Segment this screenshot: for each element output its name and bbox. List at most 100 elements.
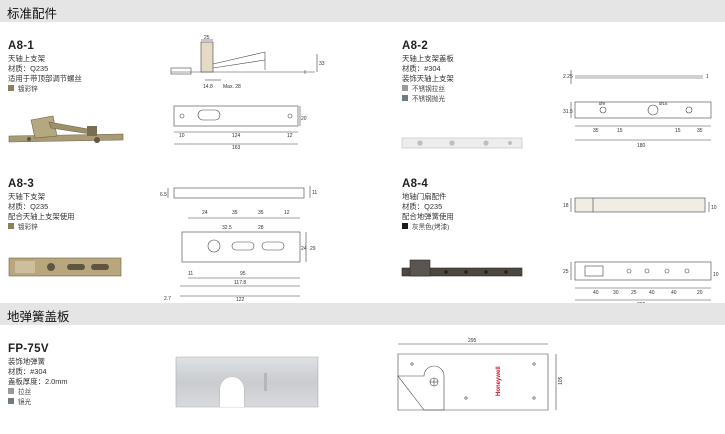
product-a8-2-drawing-side: 2.25 1 (563, 70, 709, 84)
section-title: 标准配件 (7, 7, 58, 21)
finish-item: 镀彩锌 (8, 222, 75, 233)
finish-swatch (8, 387, 14, 394)
dim-label: Ø9 (599, 101, 606, 106)
dim-label: 35 (697, 128, 703, 134)
finish-label: 镀彩锌 (18, 85, 38, 93)
product-a8-1-drawing-side: 25 33 14.8 Max. 28 (170, 35, 325, 90)
finish-label: 镀彩锌 (18, 223, 38, 231)
dim-label: 35 (258, 210, 264, 216)
brand-logo: Honeywell (496, 366, 502, 396)
finish-label: 灰黑色(烤漆) (412, 223, 450, 231)
dim-label: Max. 28 (223, 84, 241, 90)
dim-label: 2.25 (563, 74, 573, 80)
dim-label: 20 (697, 290, 703, 296)
product-usage: 适用于带顶部调节螺丝 (8, 74, 82, 84)
dim-label: 10 (179, 133, 185, 139)
dim-label: 35 (593, 128, 599, 134)
product-a8-4-info: A8-4 地轴门扇配件 材质：Q235 配合地弹簧使用 灰黑色(烤漆) (402, 178, 454, 233)
dim-label: 24 (202, 210, 208, 216)
dim-label: 35 (232, 210, 238, 216)
product-a8-3-drawing-side: 6.5 11 (160, 186, 317, 199)
finish-swatch (8, 397, 14, 404)
dim-label: 40 (649, 290, 655, 296)
product-a8-1-photo (8, 115, 124, 143)
dim-label: 15 (675, 128, 681, 134)
dim-label: 25 (631, 290, 637, 296)
product-material: 材质：Q235 (8, 202, 49, 212)
product-a8-4-photo (401, 259, 523, 277)
product-desc: 装饰地弹簧 (8, 357, 45, 366)
product-a8-2-info: A8-2 天轴上支架盖板 材质：#304 装饰天轴上支架 不锈钢拉丝 不锈钢抛光 (402, 40, 454, 105)
product-code: A8-4 (402, 178, 429, 190)
product-fp-75v-drawing: 295 105 Honeywell (397, 338, 564, 411)
dim-label: 40 (593, 290, 599, 296)
product-a8-4-drawing-plan: 25 40 30 25 40 40 20 238 10 (563, 261, 719, 308)
dim-label: 295 (468, 338, 477, 344)
product-a8-1-drawing-plan: 10 124 12 163 20 (173, 105, 307, 151)
product-material: 材质：#304 (8, 367, 47, 377)
dim-label: 28 (258, 225, 264, 231)
product-a8-2-photo (401, 137, 523, 149)
product-fp-75v-photo (175, 356, 319, 408)
product-desc: 天轴下支架 (8, 192, 45, 201)
dim-label: 18 (563, 203, 569, 209)
dim-label: 163 (232, 145, 241, 151)
product-a8-3-photo (8, 257, 122, 277)
dim-label: 29 (310, 246, 316, 252)
finish-item: 镜光 (8, 397, 68, 408)
product-material: 材质：Q235 (8, 64, 49, 74)
product-code: A8-1 (8, 40, 35, 52)
section-title: 地弹簧盖板 (7, 310, 70, 324)
product-a8-3-info: A8-3 天轴下支架 材质：Q235 配合天轴上支架使用 镀彩锌 (8, 178, 75, 233)
product-a8-3-drawing-plan: 24 35 35 12 32.5 28 11 95 117.8 24 29 2.… (164, 210, 316, 302)
dim-label: 180 (637, 143, 646, 149)
dim-label: 122 (236, 297, 245, 302)
product-desc: 天轴上支架盖板 (402, 54, 454, 63)
product-thickness: 盖板厚度：2.0mm (8, 377, 68, 387)
dim-label: 6.5 (160, 192, 167, 198)
dim-label: 31.5 (563, 109, 573, 115)
product-a8-4-drawing-side: 18 10 (563, 197, 717, 213)
finish-label: 镜光 (18, 398, 32, 406)
finish-item: 不锈钢抛光 (402, 94, 454, 105)
dim-label: 1 (706, 74, 709, 80)
dim-label: 25 (563, 269, 569, 275)
dim-label: 11 (312, 190, 317, 196)
dim-label: 30 (613, 290, 619, 296)
product-material: 材质：Q235 (402, 202, 443, 212)
dim-label: 117.8 (234, 280, 246, 286)
dim-label: 20 (301, 116, 307, 122)
finish-swatch (8, 84, 14, 91)
finish-item: 镀彩锌 (8, 84, 82, 95)
section-header-standard-parts: 标准配件 (0, 0, 725, 22)
dim-label: 32.5 (222, 225, 232, 231)
dim-label: 12 (284, 210, 290, 216)
dim-label: 40 (671, 290, 677, 296)
product-fp-75v-info: FP-75V 装饰地弹簧 材质：#304 盖板厚度：2.0mm 拉丝 镜光 (8, 343, 68, 408)
dim-label: 10 (713, 272, 719, 278)
dim-label: 25 (204, 35, 210, 41)
dim-label: 12 (287, 133, 293, 139)
dim-label: 2.7 (164, 296, 171, 302)
dim-label: 95 (240, 271, 246, 277)
product-a8-2-drawing-plan: 31.5 Ø9 Ø16 35 15 15 35 180 (563, 101, 712, 149)
finish-item: 拉丝 (8, 387, 68, 398)
product-desc: 天轴上支架 (8, 54, 45, 63)
finish-label: 不锈钢抛光 (412, 95, 445, 103)
product-code: A8-2 (402, 40, 429, 52)
dim-label: 124 (232, 133, 241, 139)
dim-label: Ø16 (659, 101, 668, 106)
dim-label: 33 (319, 61, 325, 67)
product-usage: 装饰天轴上支架 (402, 74, 454, 84)
finish-swatch (8, 222, 14, 229)
finish-item: 不锈钢拉丝 (402, 84, 454, 95)
dim-label: 11 (188, 271, 193, 277)
finish-item: 灰黑色(烤漆) (402, 222, 454, 233)
product-usage: 配合天轴上支架使用 (8, 212, 75, 222)
finish-swatch (402, 84, 408, 91)
dim-label: 105 (558, 376, 564, 385)
finish-label: 拉丝 (18, 388, 32, 396)
finish-swatch (402, 94, 408, 101)
section-header-floor-spring-cover: 地弹簧盖板 (0, 303, 725, 325)
product-code: A8-3 (8, 178, 35, 190)
